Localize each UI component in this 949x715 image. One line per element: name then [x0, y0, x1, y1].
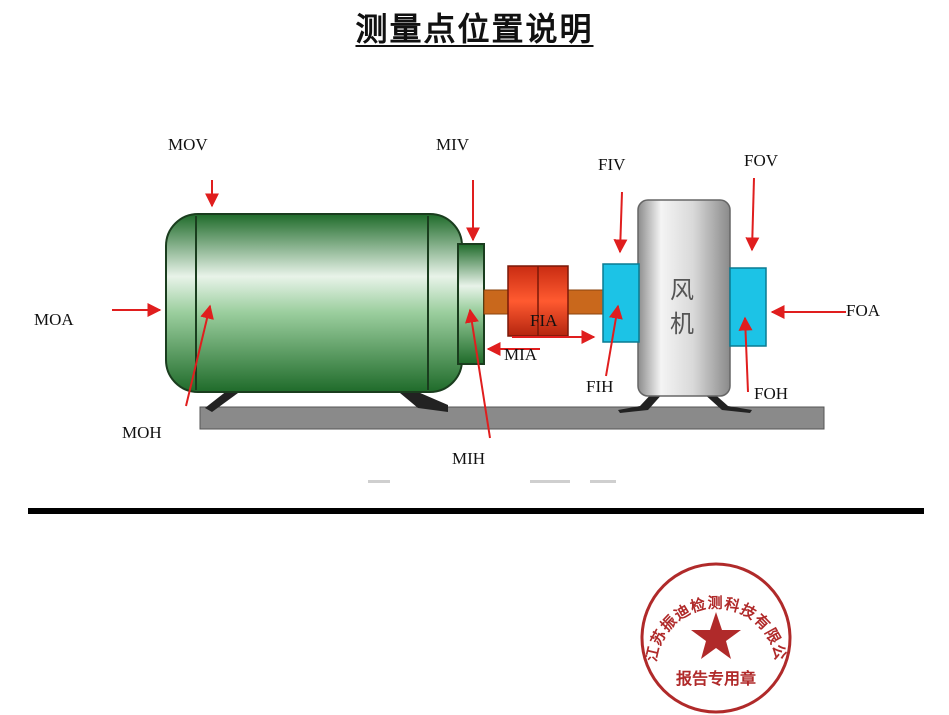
motor-end-cap: [457, 243, 485, 365]
motor-foot-left: [205, 390, 238, 412]
seal-star-icon: [691, 612, 741, 659]
label-fov: FOV: [744, 151, 779, 170]
label-mih: MIH: [452, 449, 485, 468]
label-fiv: FIV: [598, 155, 626, 174]
fan-label-line1: 风: [670, 276, 694, 304]
label-foh: FOH: [754, 384, 788, 403]
base-plate: [199, 406, 825, 430]
arrow-fov: [745, 177, 760, 252]
label-fia: FIA: [530, 311, 558, 330]
fan-inner-bearing: [602, 263, 640, 343]
label-moh: MOH: [122, 423, 162, 442]
label-foa: FOA: [846, 301, 881, 320]
label-mia: MIA: [504, 345, 538, 364]
motor-body: [165, 213, 463, 393]
seal-bottom-text: 报告专用章: [676, 669, 756, 688]
label-moa: MOA: [34, 310, 74, 329]
label-mov: MOV: [168, 135, 208, 154]
arrow-mih: [465, 308, 491, 439]
page-title: 测量点位置说明: [355, 10, 594, 48]
measurement-arrows: [112, 177, 846, 439]
arrow-moh: [185, 304, 214, 407]
arrow-foh: [738, 316, 753, 393]
label-fih: FIH: [586, 377, 613, 396]
fan-outer-bearing: [729, 267, 767, 347]
label-miv: MIV: [436, 135, 470, 154]
divider-line: [28, 508, 924, 514]
fan-label-line2: 机: [670, 310, 694, 338]
arrow-fih: [605, 304, 623, 377]
arrow-fiv: [613, 191, 628, 254]
